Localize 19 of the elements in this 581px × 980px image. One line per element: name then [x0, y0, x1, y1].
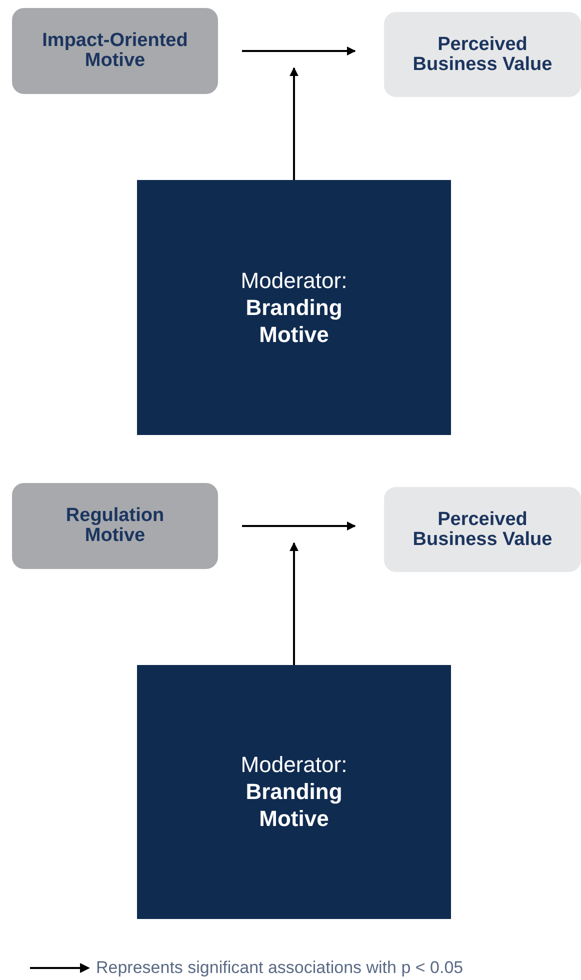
motive-box — [12, 483, 218, 569]
moderator-box — [137, 180, 451, 435]
moderator-label: Moderator: — [240, 752, 348, 778]
legend-text: Represents significant associations with p < 0.05 — [96, 957, 464, 979]
moderator-box — [137, 665, 451, 919]
box-label: Impact-Oriented Motive — [41, 31, 189, 71]
outcome-box — [384, 12, 581, 97]
arrow — [290, 542, 298, 665]
box-label: Perceived Business Value — [412, 34, 554, 74]
arrow — [242, 46, 356, 56]
moderator-name: Branding Motive — [244, 778, 344, 832]
box-label: Perceived Business Value — [412, 510, 554, 550]
arrow — [242, 522, 356, 530]
box-label: Regulation Motive — [64, 506, 166, 546]
moderator-name: Branding Motive — [244, 294, 344, 348]
moderator-label: Moderator: — [240, 268, 348, 294]
motive-box — [12, 8, 218, 94]
arrow — [290, 67, 298, 180]
outcome-box — [384, 487, 581, 572]
